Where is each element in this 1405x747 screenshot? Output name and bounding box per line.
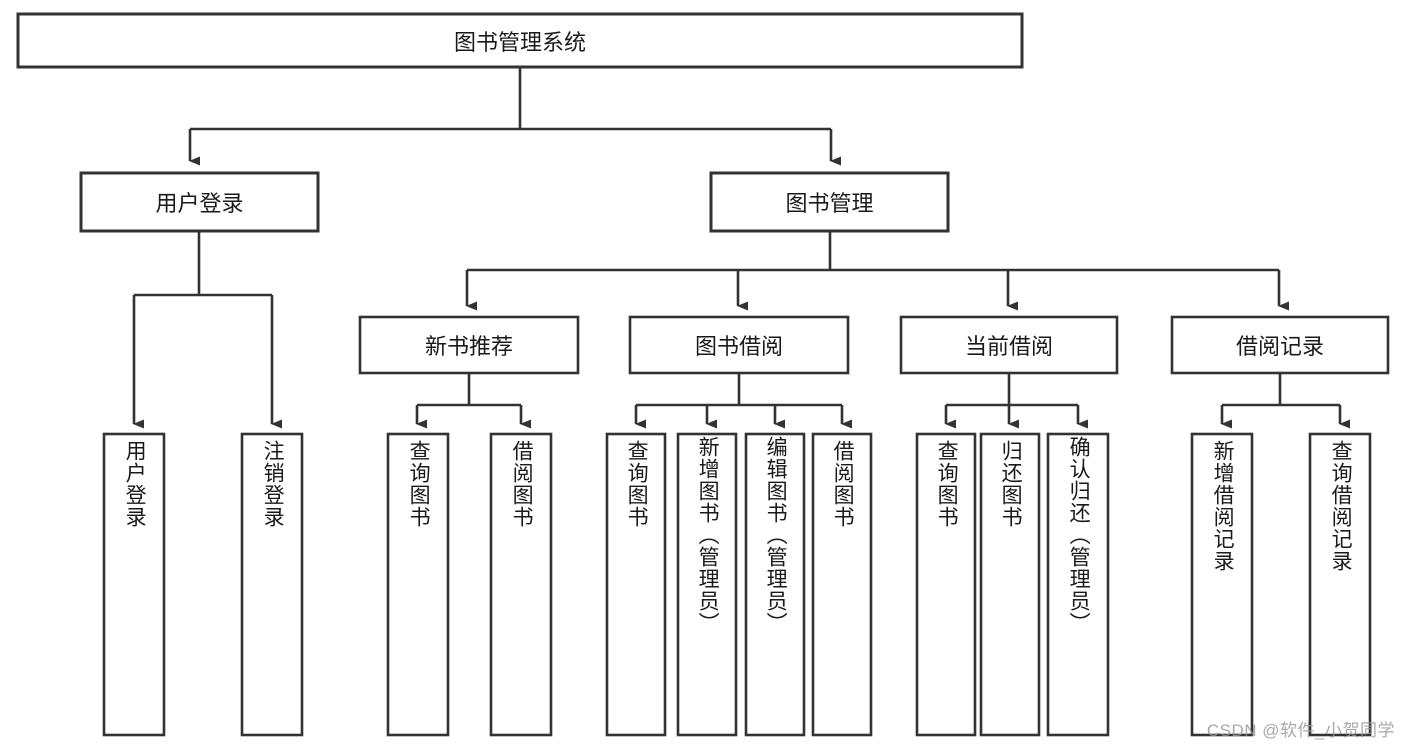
- node-level3-1-box[interactable]: [628, 315, 850, 375]
- connector-group-user-login: [132, 231, 282, 429]
- node-level2-0-box[interactable]: [79, 171, 320, 233]
- leaf-current-borrow-2-box[interactable]: [1046, 432, 1110, 737]
- leaf-borrow-book-2-box[interactable]: [744, 432, 806, 737]
- connector-group-root: [188, 67, 841, 166]
- leaf-new-book-1-box[interactable]: [489, 432, 553, 737]
- node-level3-2-box[interactable]: [899, 315, 1119, 375]
- connector-group-borrow-record: [1220, 373, 1350, 429]
- leaf-user-login-1-box[interactable]: [240, 432, 304, 737]
- connector-group-current-borrow: [944, 373, 1088, 429]
- leaf-new-book-0-box[interactable]: [386, 432, 450, 737]
- node-level3-0-box[interactable]: [358, 315, 580, 375]
- leaf-borrow-book-0-box[interactable]: [605, 432, 667, 737]
- leaf-user-login-0-box[interactable]: [102, 432, 166, 737]
- leaf-current-borrow-0-box[interactable]: [915, 432, 977, 737]
- leaf-borrow-book-1-box[interactable]: [676, 432, 738, 737]
- node-level2-1-box[interactable]: [709, 171, 950, 233]
- node-level3-3-box[interactable]: [1170, 315, 1390, 375]
- leaf-borrow-record-1-box[interactable]: [1308, 432, 1372, 737]
- connector-group-book-manage: [465, 231, 1289, 311]
- leaf-borrow-book-3-box[interactable]: [811, 432, 873, 737]
- node-root-box[interactable]: [16, 12, 1024, 69]
- leaf-current-borrow-1-box[interactable]: [979, 432, 1041, 737]
- csdn-watermark: CSDN @软件_小贺同学: [1206, 721, 1395, 740]
- connector-group-new-book: [415, 373, 531, 429]
- connector-group-borrow-book: [634, 373, 852, 429]
- leaf-borrow-record-0-box[interactable]: [1190, 432, 1254, 737]
